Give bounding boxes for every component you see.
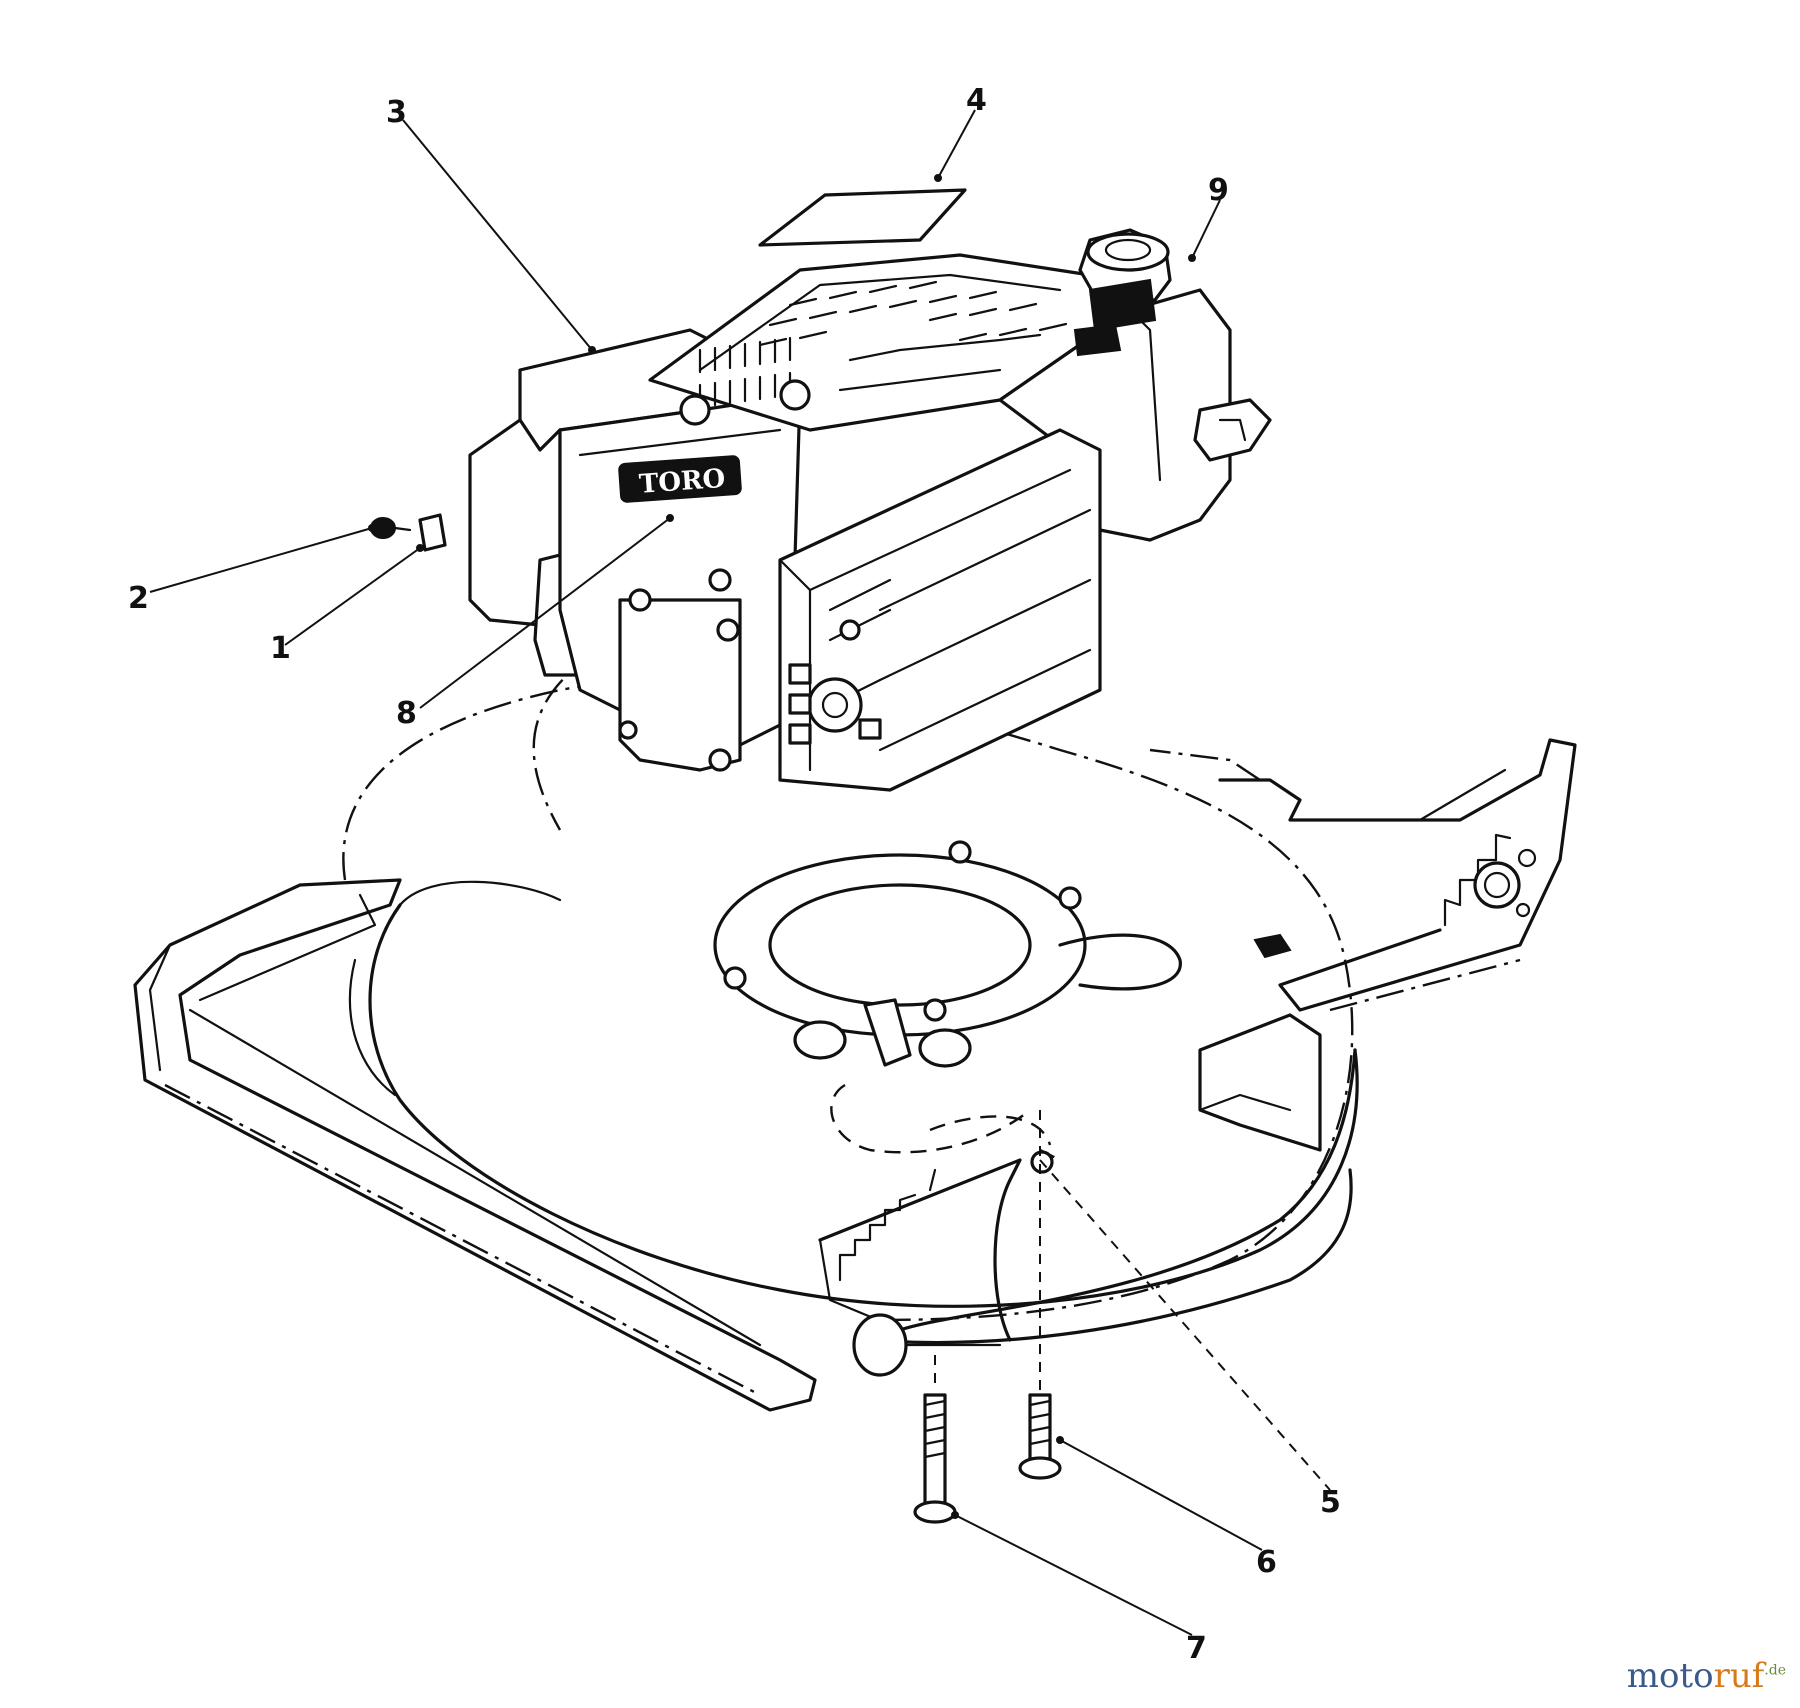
decal-part-4 — [758, 188, 967, 247]
watermark-suffix: .de — [1764, 1662, 1786, 1679]
callout-6: 6 — [1256, 1545, 1277, 1580]
callout-2: 2 — [128, 581, 149, 616]
engine-assembly: TORO — [468, 228, 1272, 792]
bolts-parts-6-7 — [913, 1110, 1062, 1524]
callout-4: 4 — [966, 83, 987, 118]
engine-badge: TORO — [638, 464, 726, 500]
watermark-part2: ruf — [1713, 1656, 1765, 1696]
callout-7: 7 — [1186, 1631, 1207, 1666]
watermark-part1: moto — [1626, 1656, 1714, 1696]
callout-3: 3 — [386, 95, 407, 130]
mower-deck — [133, 648, 1577, 1412]
callouts: 1 2 3 4 5 6 7 8 9 — [128, 83, 1341, 1666]
callout-1: 1 — [270, 631, 291, 666]
callout-8: 8 — [396, 696, 417, 731]
hardware-parts-1-2 — [370, 513, 447, 552]
leader-lines — [149, 109, 1331, 1636]
callout-5: 5 — [1320, 1485, 1341, 1520]
callout-9: 9 — [1208, 173, 1229, 208]
watermark-logo: motoruf.de — [1627, 1656, 1786, 1696]
